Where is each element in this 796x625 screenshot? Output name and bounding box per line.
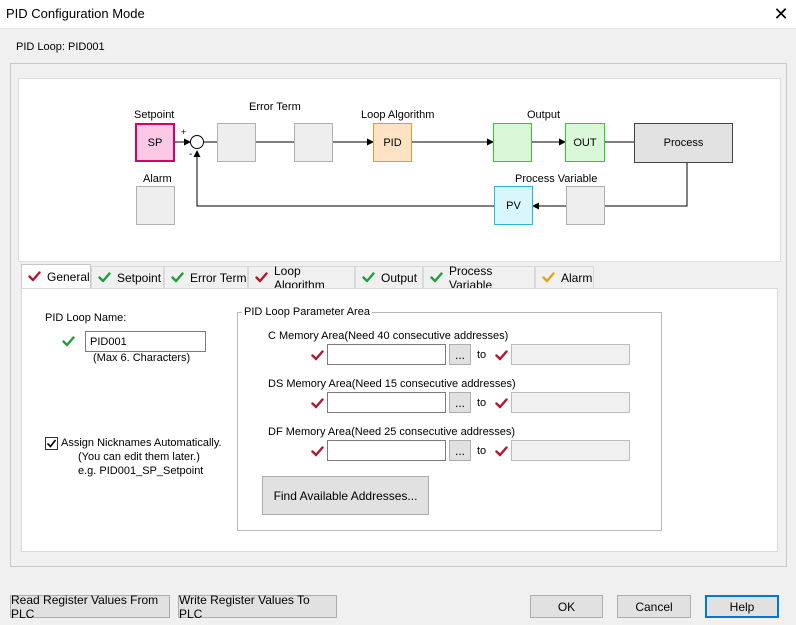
ok-check-icon	[362, 271, 375, 284]
tab-loop-algorithm[interactable]: Loop Algorithm	[248, 264, 355, 292]
loop-name-hint: (Max 6. Characters)	[93, 352, 191, 364]
browse-button[interactable]: ...	[449, 392, 471, 413]
alarm-label: Alarm	[143, 173, 172, 185]
memory-area-start-input[interactable]	[327, 440, 446, 461]
to-label: to	[477, 349, 487, 361]
ok-check-icon	[430, 271, 443, 284]
end-error-check-icon	[495, 445, 508, 458]
window-title: PID Configuration Mode	[6, 6, 145, 21]
memory-area-start-input[interactable]	[327, 392, 446, 413]
pv-aux-block[interactable]	[566, 186, 605, 225]
tab-setpoint[interactable]: Setpoint	[91, 266, 164, 288]
pid-diagram: + - Setpoint Error Term Loop Algorithm O…	[18, 78, 781, 262]
tab-general[interactable]: General	[21, 264, 91, 288]
to-label: to	[477, 445, 487, 457]
pid-block[interactable]: PID	[373, 123, 412, 162]
loop-name-label: PID Loop Name:	[45, 312, 127, 324]
help-button[interactable]: Help	[705, 595, 779, 618]
assign-nicknames-label: Assign Nicknames Automatically.	[61, 437, 222, 449]
ok-check-icon	[171, 271, 184, 284]
tab-label: General	[47, 269, 90, 284]
browse-button[interactable]: ...	[449, 440, 471, 461]
tab-label: Alarm	[561, 270, 593, 285]
memory-area-label: DF Memory Area(Need 25 consecutive addre…	[268, 426, 515, 438]
error-check-icon	[255, 271, 268, 284]
start-error-check-icon	[311, 397, 324, 410]
pv-block[interactable]: PV	[494, 186, 533, 225]
warning-check-icon	[542, 271, 555, 284]
tab-label: Setpoint	[117, 270, 162, 285]
memory-area-label: C Memory Area(Need 40 consecutive addres…	[268, 330, 509, 342]
close-button[interactable]: ✕	[773, 4, 789, 24]
pid-loop-label: PID Loop: PID001	[16, 41, 105, 53]
end-error-check-icon	[495, 397, 508, 410]
cancel-button[interactable]: Cancel	[617, 595, 691, 618]
memory-area-end-input	[511, 440, 630, 461]
out-block[interactable]: OUT	[565, 123, 605, 162]
alarm-block[interactable]	[136, 186, 175, 225]
tab-label: Error Term	[190, 270, 247, 285]
find-available-addresses-button[interactable]: Find Available Addresses...	[262, 476, 429, 515]
sp-block[interactable]: SP	[135, 123, 175, 162]
output-block[interactable]	[493, 123, 532, 162]
name-ok-check-icon	[62, 335, 75, 348]
end-error-check-icon	[495, 349, 508, 362]
read-register-values-button[interactable]: Read Register Values From PLC	[10, 593, 170, 621]
parameter-area-group	[237, 312, 662, 531]
process-variable-label: Process Variable	[515, 173, 598, 185]
error-term-block-2[interactable]	[294, 123, 333, 162]
tab-output[interactable]: Output	[355, 266, 423, 288]
assign-nicknames-example: e.g. PID001_SP_Setpoint	[78, 465, 204, 477]
process-block[interactable]: Process	[634, 123, 733, 163]
tab-error-term[interactable]: Error Term	[164, 266, 248, 288]
assign-nicknames-hint: (You can edit them later.)	[78, 451, 200, 463]
summing-plus-sign: +	[181, 127, 187, 137]
checkmark-icon	[46, 439, 57, 448]
error-term-block-1[interactable]	[217, 123, 256, 162]
start-error-check-icon	[311, 349, 324, 362]
memory-area-end-input	[511, 344, 630, 365]
ok-check-icon	[98, 271, 111, 284]
tab-label: Output	[381, 270, 418, 285]
parameter-area-title: PID Loop Parameter Area	[242, 306, 372, 318]
tab-process-variable[interactable]: Process Variable	[423, 264, 535, 292]
summing-minus-sign: -	[189, 149, 193, 160]
memory-area-start-input[interactable]	[327, 344, 446, 365]
loop-name-input[interactable]	[85, 331, 206, 352]
write-register-values-button[interactable]: Write Register Values To PLC	[178, 593, 337, 621]
setpoint-label: Setpoint	[134, 109, 175, 121]
memory-area-end-input	[511, 392, 630, 413]
tab-alarm[interactable]: Alarm	[535, 266, 594, 288]
to-label: to	[477, 397, 487, 409]
output-label: Output	[527, 109, 561, 121]
error-check-icon	[28, 270, 41, 283]
start-error-check-icon	[311, 445, 324, 458]
diagram-connectors	[175, 135, 688, 210]
browse-button[interactable]: ...	[449, 344, 471, 365]
error-term-label: Error Term	[249, 101, 301, 113]
assign-nicknames-checkbox[interactable]	[45, 437, 58, 450]
loop-algorithm-label: Loop Algorithm	[361, 109, 435, 121]
ok-button[interactable]: OK	[530, 595, 603, 618]
title-bar	[0, 0, 796, 29]
memory-area-label: DS Memory Area(Need 15 consecutive addre…	[268, 378, 516, 390]
